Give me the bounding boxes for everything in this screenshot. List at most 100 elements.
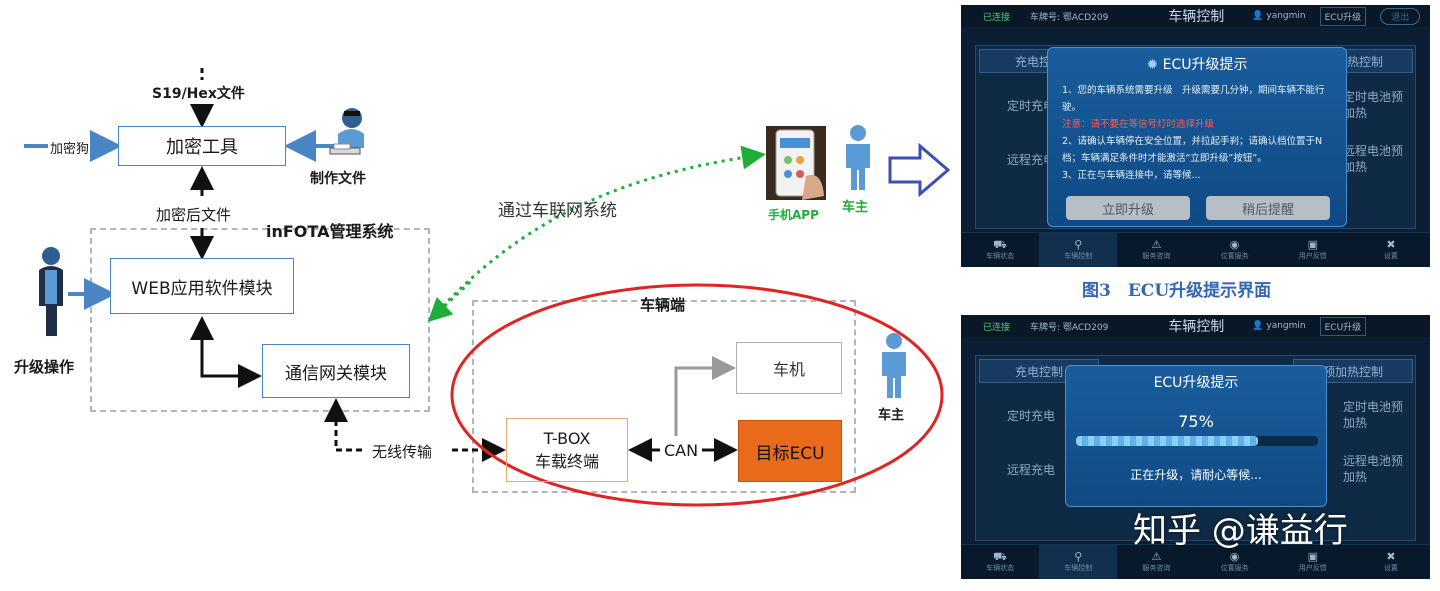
nav-settings[interactable]: ✖设置 <box>1383 238 1398 261</box>
vehicle-side-region <box>472 300 856 493</box>
connected-status: 已连接 <box>983 12 1011 23</box>
chat-icon: ▣ <box>1307 238 1318 251</box>
loading-spinner-icon: ✹ <box>1146 57 1159 73</box>
ecu-upgrade-tab[interactable]: ECU升级 <box>1319 6 1367 26</box>
screen1-top-bar: 已连接 车牌号: 鄂ACD209 车辆控制 👤 yangmin ECU升级 退出 <box>961 5 1430 27</box>
iov-curve <box>430 145 766 320</box>
wireless-label: 无线传输 <box>370 441 435 462</box>
target-ecu-box: 目标ECU <box>738 420 842 482</box>
progress-percent: 75% <box>1178 412 1214 431</box>
nav-feedback[interactable]: ▣用户反馈 <box>1298 550 1327 573</box>
remote-battery-row[interactable]: 远程电池预加热 <box>1343 454 1404 484</box>
ecu-upgrade-tab[interactable]: ECU升级 <box>1319 316 1367 336</box>
tools-icon: ✖ <box>1386 238 1396 251</box>
notice-line-1: 1、您的车辆系统需要升级 升级需要几分钟，期间车辆不能行驶。 <box>1062 85 1325 113</box>
tbox-subtitle: 车载终端 <box>534 451 599 471</box>
notice-line-2: 2、请确认车辆停在安全位置，并拉起手刹；请确认档位置于N档；车辆满足条件时才能激… <box>1062 136 1323 164</box>
make-file-label: 制作文件 <box>310 171 366 187</box>
remote-charge-row[interactable]: 远程充电 <box>1007 153 1056 167</box>
notice-warning: 注意：请不要在等信号灯时选择升级 <box>1062 119 1215 130</box>
chat-icon: ▣ <box>1307 550 1318 563</box>
notice-line-3: 3、正在与车辆连接中，请等候... <box>1062 170 1201 181</box>
nav-vehicle-control[interactable]: ⚲车辆控制 <box>1039 545 1118 579</box>
ecu-upgrade-screen-2: 已连接 车牌号: 鄂ACD209 车辆控制 👤 yangmin ECU升级 充电… <box>961 315 1430 579</box>
maker-person-icon <box>329 108 364 155</box>
ecu-upgrade-screen-1: 已连接 车牌号: 鄂ACD209 车辆控制 👤 yangmin ECU升级 退出… <box>961 5 1430 267</box>
tbox-box: T-BOX 车载终端 <box>506 418 628 482</box>
exit-button[interactable]: 退出 <box>1380 7 1421 25</box>
remind-later-button[interactable]: 稍后提醒 <box>1206 196 1330 220</box>
tbox-title: T-BOX <box>543 428 591 448</box>
key-icon: ⚲ <box>1074 238 1083 251</box>
web-gateway-arrow <box>200 330 262 388</box>
dongle-label: 加密狗 <box>50 142 90 157</box>
dialog-title: ✹ ECU升级提示 <box>1146 57 1248 73</box>
timer-charge-row[interactable]: 定时充电 <box>1007 409 1056 423</box>
progress-fill <box>1076 436 1258 446</box>
screen-title: 车辆控制 <box>1168 319 1225 335</box>
wireless-arrow <box>334 420 364 452</box>
nav-vehicle-status[interactable]: ⛟车辆状态 <box>986 550 1015 573</box>
owner-top-icon <box>846 125 870 190</box>
key-icon: ⚲ <box>1074 550 1083 563</box>
upgrade-status-text: 正在升级，请耐心等候... <box>1130 468 1262 482</box>
remote-charge-row[interactable]: 远程充电 <box>1007 463 1056 477</box>
owner-right-icon <box>882 333 906 398</box>
user-name: 👤 yangmin <box>1252 11 1306 21</box>
screen2-bottom-nav: ⛟车辆状态 ⚲车辆控制 ⚠服务咨询 ◉位置服务 ▣用户反馈 ✖设置 <box>961 544 1430 579</box>
infota-system-title: inFOTA管理系统 <box>266 222 394 241</box>
head-unit-arrow <box>674 356 736 436</box>
connected-status: 已连接 <box>983 322 1011 333</box>
operator-person-icon <box>39 247 63 336</box>
nav-service[interactable]: ⚠服务咨询 <box>1142 550 1171 573</box>
watermark: 知乎 @谦益行 <box>1133 511 1348 551</box>
s19-file-label: S19/Hex文件 <box>152 86 245 102</box>
nav-service[interactable]: ⚠服务咨询 <box>1142 238 1171 261</box>
progress-bar <box>1076 436 1318 446</box>
timer-battery-row[interactable]: 定时电池预加热 <box>1343 90 1404 120</box>
gateway-module-box: 通信网关模块 <box>262 344 410 398</box>
ecu-upgrade-dialog: ✹ ECU升级提示 1、您的车辆系统需要升级 升级需要几分钟，期间车辆不能行驶。… <box>1047 47 1347 227</box>
encrypted-file-label: 加密后文件 <box>156 206 232 224</box>
timer-charge-row[interactable]: 定时充电 <box>1007 99 1056 113</box>
vehicle-side-label: 车辆端 <box>640 296 686 314</box>
upgrade-now-button[interactable]: 立即升级 <box>1066 196 1190 220</box>
owner-right-label: 车主 <box>878 408 905 423</box>
via-iov-label: 通过车联网系统 <box>498 201 617 221</box>
ecu-progress-dialog: ECU升级提示 75% 正在升级，请耐心等候... <box>1065 365 1327 507</box>
nav-vehicle-control[interactable]: ⚲车辆控制 <box>1039 233 1118 267</box>
diagram-connectors <box>24 68 951 507</box>
phone-app-label: 手机APP <box>768 208 819 222</box>
car-icon: ⛟ <box>993 550 1007 563</box>
screen-title: 车辆控制 <box>1168 9 1225 25</box>
location-icon: ◉ <box>1229 238 1240 251</box>
plate-number: 车牌号: 鄂ACD209 <box>1030 322 1109 333</box>
encrypt-tool-box: 加密工具 <box>118 126 286 166</box>
can-label: CAN <box>664 441 699 460</box>
timer-battery-row[interactable]: 定时电池预加热 <box>1343 400 1404 430</box>
car-icon: ⛟ <box>993 238 1007 251</box>
screen1-bottom-nav: ⛟车辆状态 ⚲车辆控制 ⚠服务咨询 ◉位置服务 ▣用户反馈 ✖设置 <box>961 232 1430 267</box>
upgrade-operation-label: 升级操作 <box>14 358 75 376</box>
remote-battery-row[interactable]: 远程电池预加热 <box>1343 144 1404 174</box>
warning-icon: ⚠ <box>1151 550 1162 563</box>
nav-location[interactable]: ◉位置服务 <box>1220 238 1249 261</box>
dialog-title: ECU升级提示 <box>1153 375 1239 391</box>
web-module-box: WEB应用软件模块 <box>110 258 294 314</box>
phone-app-icon <box>766 126 826 200</box>
nav-feedback[interactable]: ▣用户反馈 <box>1298 238 1327 261</box>
head-unit-box: 车机 <box>736 342 842 394</box>
figure-caption: 图3 ECU升级提示界面 <box>1082 281 1272 301</box>
user-name: 👤 yangmin <box>1252 321 1306 331</box>
owner-top-label: 车主 <box>842 200 869 215</box>
nav-vehicle-status[interactable]: ⛟车辆状态 <box>986 238 1015 261</box>
plate-number: 车牌号: 鄂ACD209 <box>1030 12 1109 23</box>
tools-icon: ✖ <box>1386 550 1396 563</box>
flow-arrow-icon <box>888 142 951 198</box>
vehicle-highlight-ellipse <box>450 283 944 507</box>
location-icon: ◉ <box>1229 550 1240 563</box>
screen2-top-bar: 已连接 车牌号: 鄂ACD209 车辆控制 👤 yangmin ECU升级 <box>961 315 1430 337</box>
nav-settings[interactable]: ✖设置 <box>1383 550 1398 573</box>
warning-icon: ⚠ <box>1151 238 1162 251</box>
nav-location[interactable]: ◉位置服务 <box>1220 550 1249 573</box>
